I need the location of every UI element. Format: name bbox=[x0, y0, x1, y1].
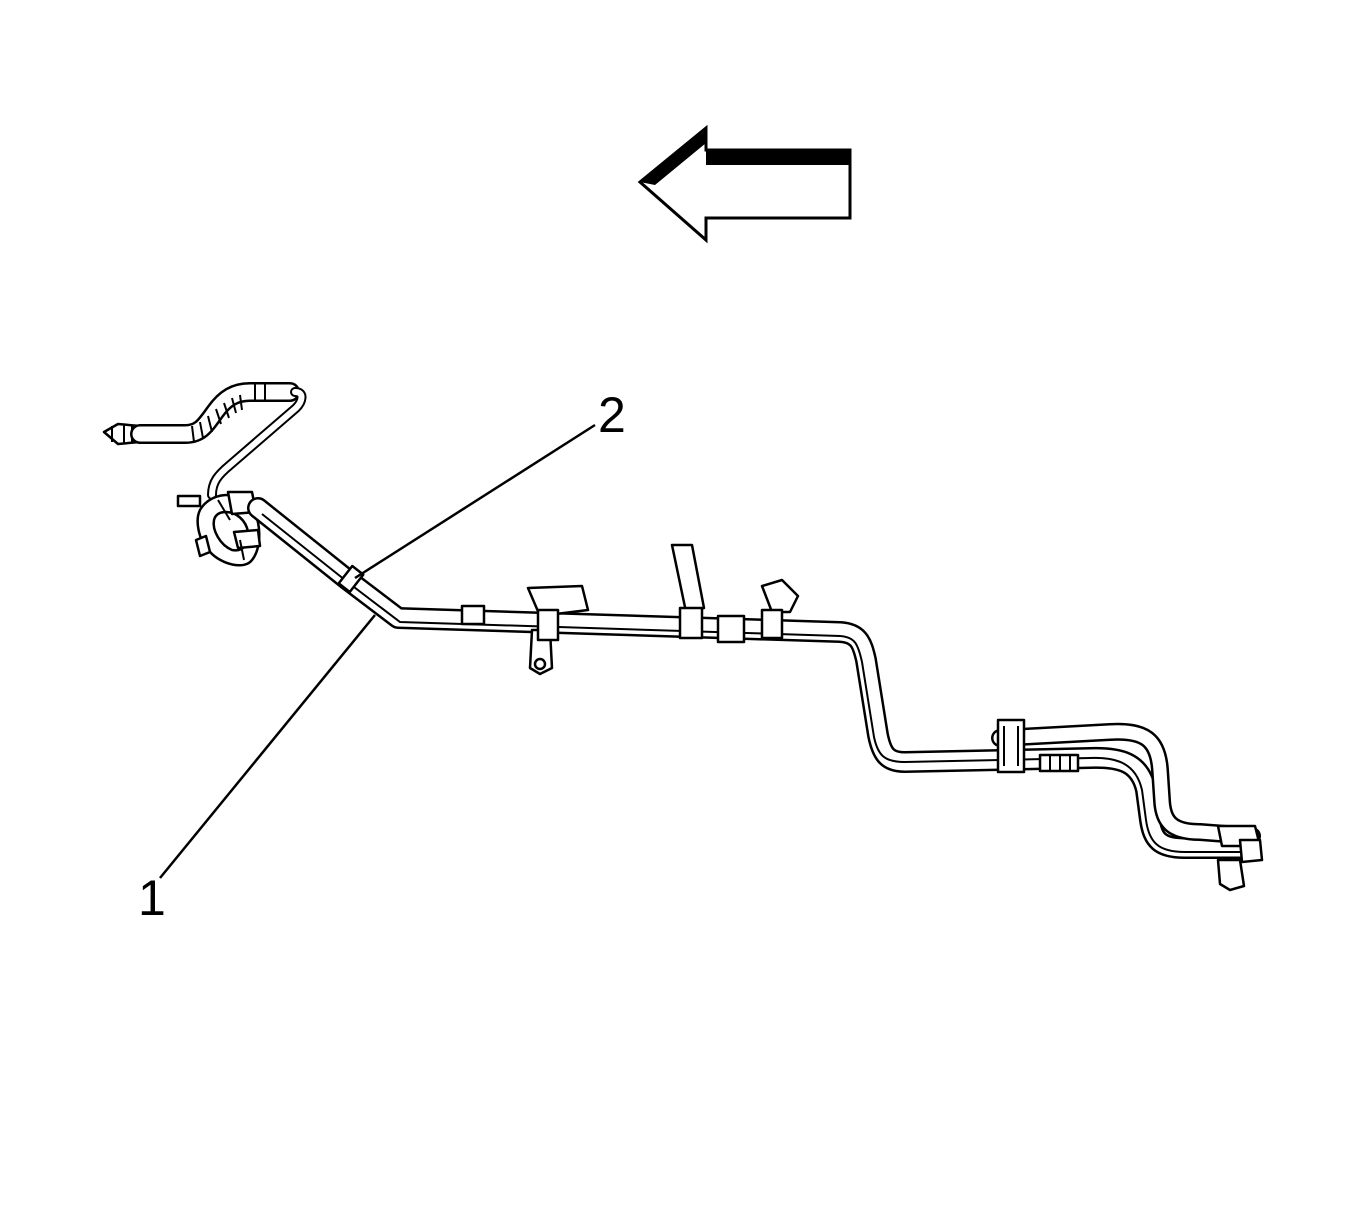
callout-label-2: 2 bbox=[598, 387, 626, 443]
callout-1-leader bbox=[159, 614, 376, 879]
callout-2-leader bbox=[354, 423, 596, 580]
left-arrow-icon bbox=[637, 124, 852, 244]
callout-label-1: 1 bbox=[138, 870, 166, 926]
main-pipe bbox=[247, 497, 1261, 859]
pipe-clips bbox=[337, 543, 1264, 892]
front-hose-connector bbox=[102, 382, 307, 567]
